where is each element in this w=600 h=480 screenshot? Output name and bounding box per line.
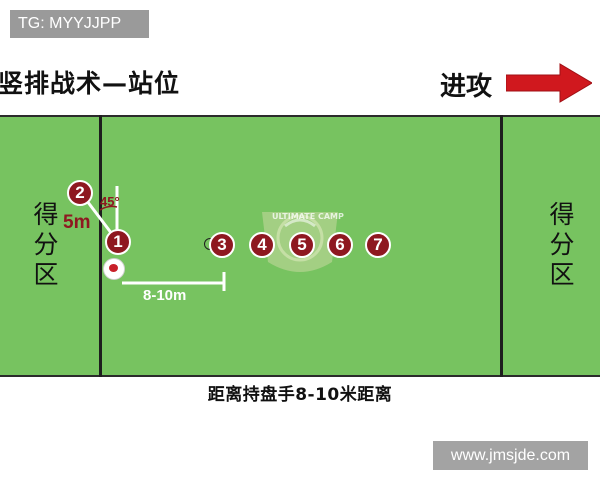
attack-direction-label: 进攻 — [440, 72, 493, 102]
attack-arrow-icon — [506, 63, 592, 103]
right-endzone-label: 得 分 区 — [542, 200, 582, 290]
left-endzone-char-3: 区 — [33, 260, 59, 289]
caption: 距离持盘手8-10米距离 — [207, 385, 393, 405]
player-6: 6 — [327, 232, 353, 258]
disc-icon — [103, 258, 125, 280]
player-7: 7 — [365, 232, 391, 258]
diagram-title: 竖排战术—站位 — [0, 69, 181, 98]
left-endzone-char-1: 得 — [33, 200, 59, 229]
logo-text: ULTIMATE CAMP — [272, 212, 344, 221]
left-endzone-char-2: 分 — [33, 230, 59, 259]
player-2: 2 — [67, 180, 93, 206]
left-endzone-line — [99, 115, 102, 377]
right-endzone-char-1: 得 — [549, 200, 575, 229]
right-endzone-char-3: 区 — [549, 260, 575, 289]
player-1: 1 — [105, 229, 131, 255]
left-endzone-label: 得 分 区 — [26, 200, 66, 290]
player-3: 3 — [209, 232, 235, 258]
player-4: 4 — [249, 232, 275, 258]
url-watermark: www.jmsjde.com — [433, 441, 588, 470]
angle-label: 45° — [100, 194, 120, 209]
player-5: 5 — [289, 232, 315, 258]
right-endzone-line — [500, 115, 503, 377]
long-distance-label: 8-10m — [143, 287, 187, 304]
telegram-watermark: TG: MYYJJPP — [10, 10, 149, 38]
short-distance-label: 5m — [63, 212, 91, 233]
right-endzone-char-2: 分 — [549, 230, 575, 259]
